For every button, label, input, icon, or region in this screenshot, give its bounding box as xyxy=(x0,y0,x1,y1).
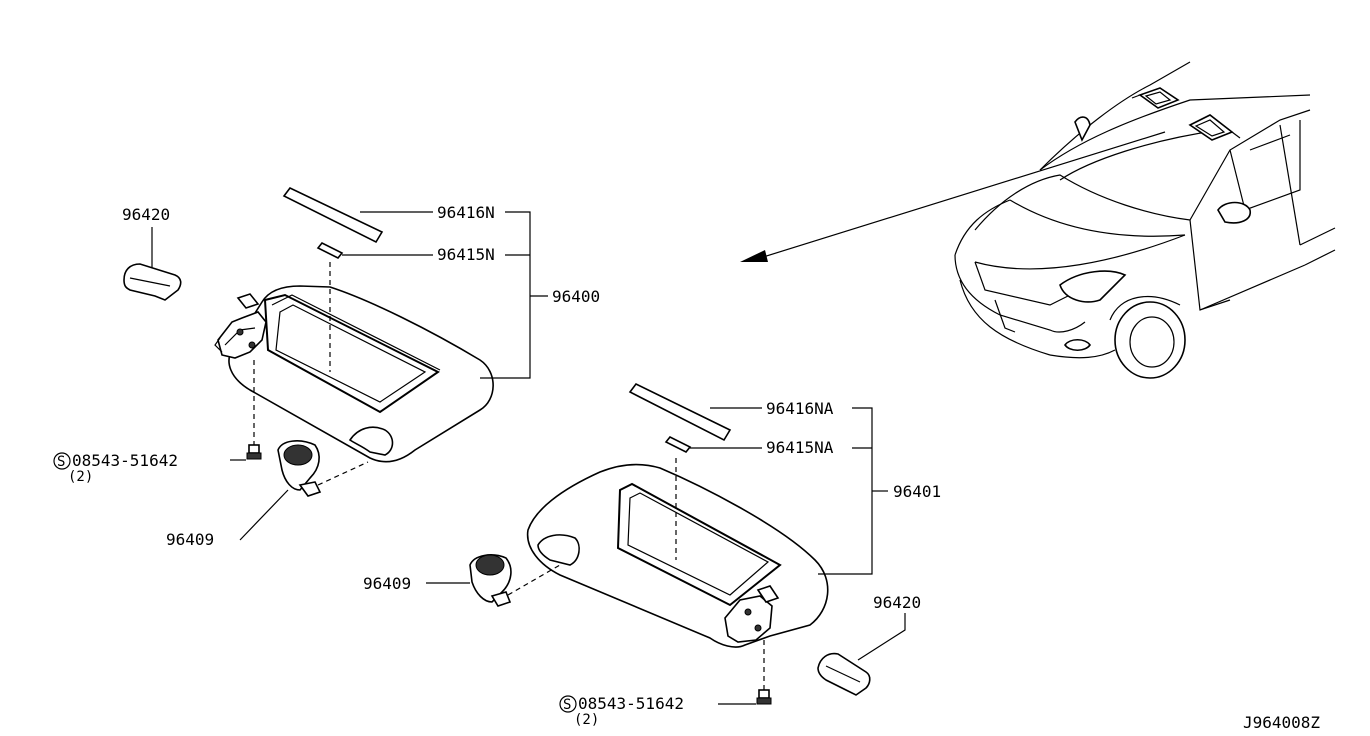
label-screw-left-qty: (2) xyxy=(68,469,93,485)
label-96415NA: 96415NA xyxy=(766,438,834,457)
label-96416N: 96416N xyxy=(437,203,495,222)
label-screw-right-qty: (2) xyxy=(574,712,599,728)
screw-symbol-left-icon xyxy=(53,452,71,470)
label-96409-left: 96409 xyxy=(166,530,214,549)
label-screw-right: 08543-51642 xyxy=(578,694,684,713)
label-96420-right: 96420 xyxy=(873,593,921,612)
label-96420-left: 96420 xyxy=(122,205,170,224)
label-96400: 96400 xyxy=(552,287,600,306)
right-screw-part xyxy=(718,689,772,705)
left-label-large-part xyxy=(282,186,384,244)
part-labels: 96420 96416N 96415N 96400 96409 96416NA … xyxy=(53,203,1320,732)
left-visor-assembly xyxy=(123,186,548,541)
right-visor-assembly xyxy=(426,382,906,705)
right-label-small-part xyxy=(664,435,692,454)
vehicle-illustration xyxy=(740,61,1336,379)
left-holder-part xyxy=(277,440,369,497)
left-visor-part xyxy=(228,285,494,463)
left-label-small-part xyxy=(316,241,344,260)
label-96409-right: 96409 xyxy=(363,574,411,593)
label-96416NA: 96416NA xyxy=(766,399,834,418)
left-screw-part xyxy=(230,444,262,461)
screw-symbol-left: S xyxy=(57,454,65,470)
diagram-id: J964008Z xyxy=(1243,713,1320,732)
label-96415N: 96415N xyxy=(437,245,495,264)
screw-symbol-right-icon xyxy=(559,695,577,713)
right-label-large-part xyxy=(628,382,732,442)
right-holder-part xyxy=(469,554,561,607)
label-96401: 96401 xyxy=(893,482,941,501)
label-screw-left: 08543-51642 xyxy=(72,451,178,470)
screw-symbol-right: S xyxy=(563,697,571,713)
